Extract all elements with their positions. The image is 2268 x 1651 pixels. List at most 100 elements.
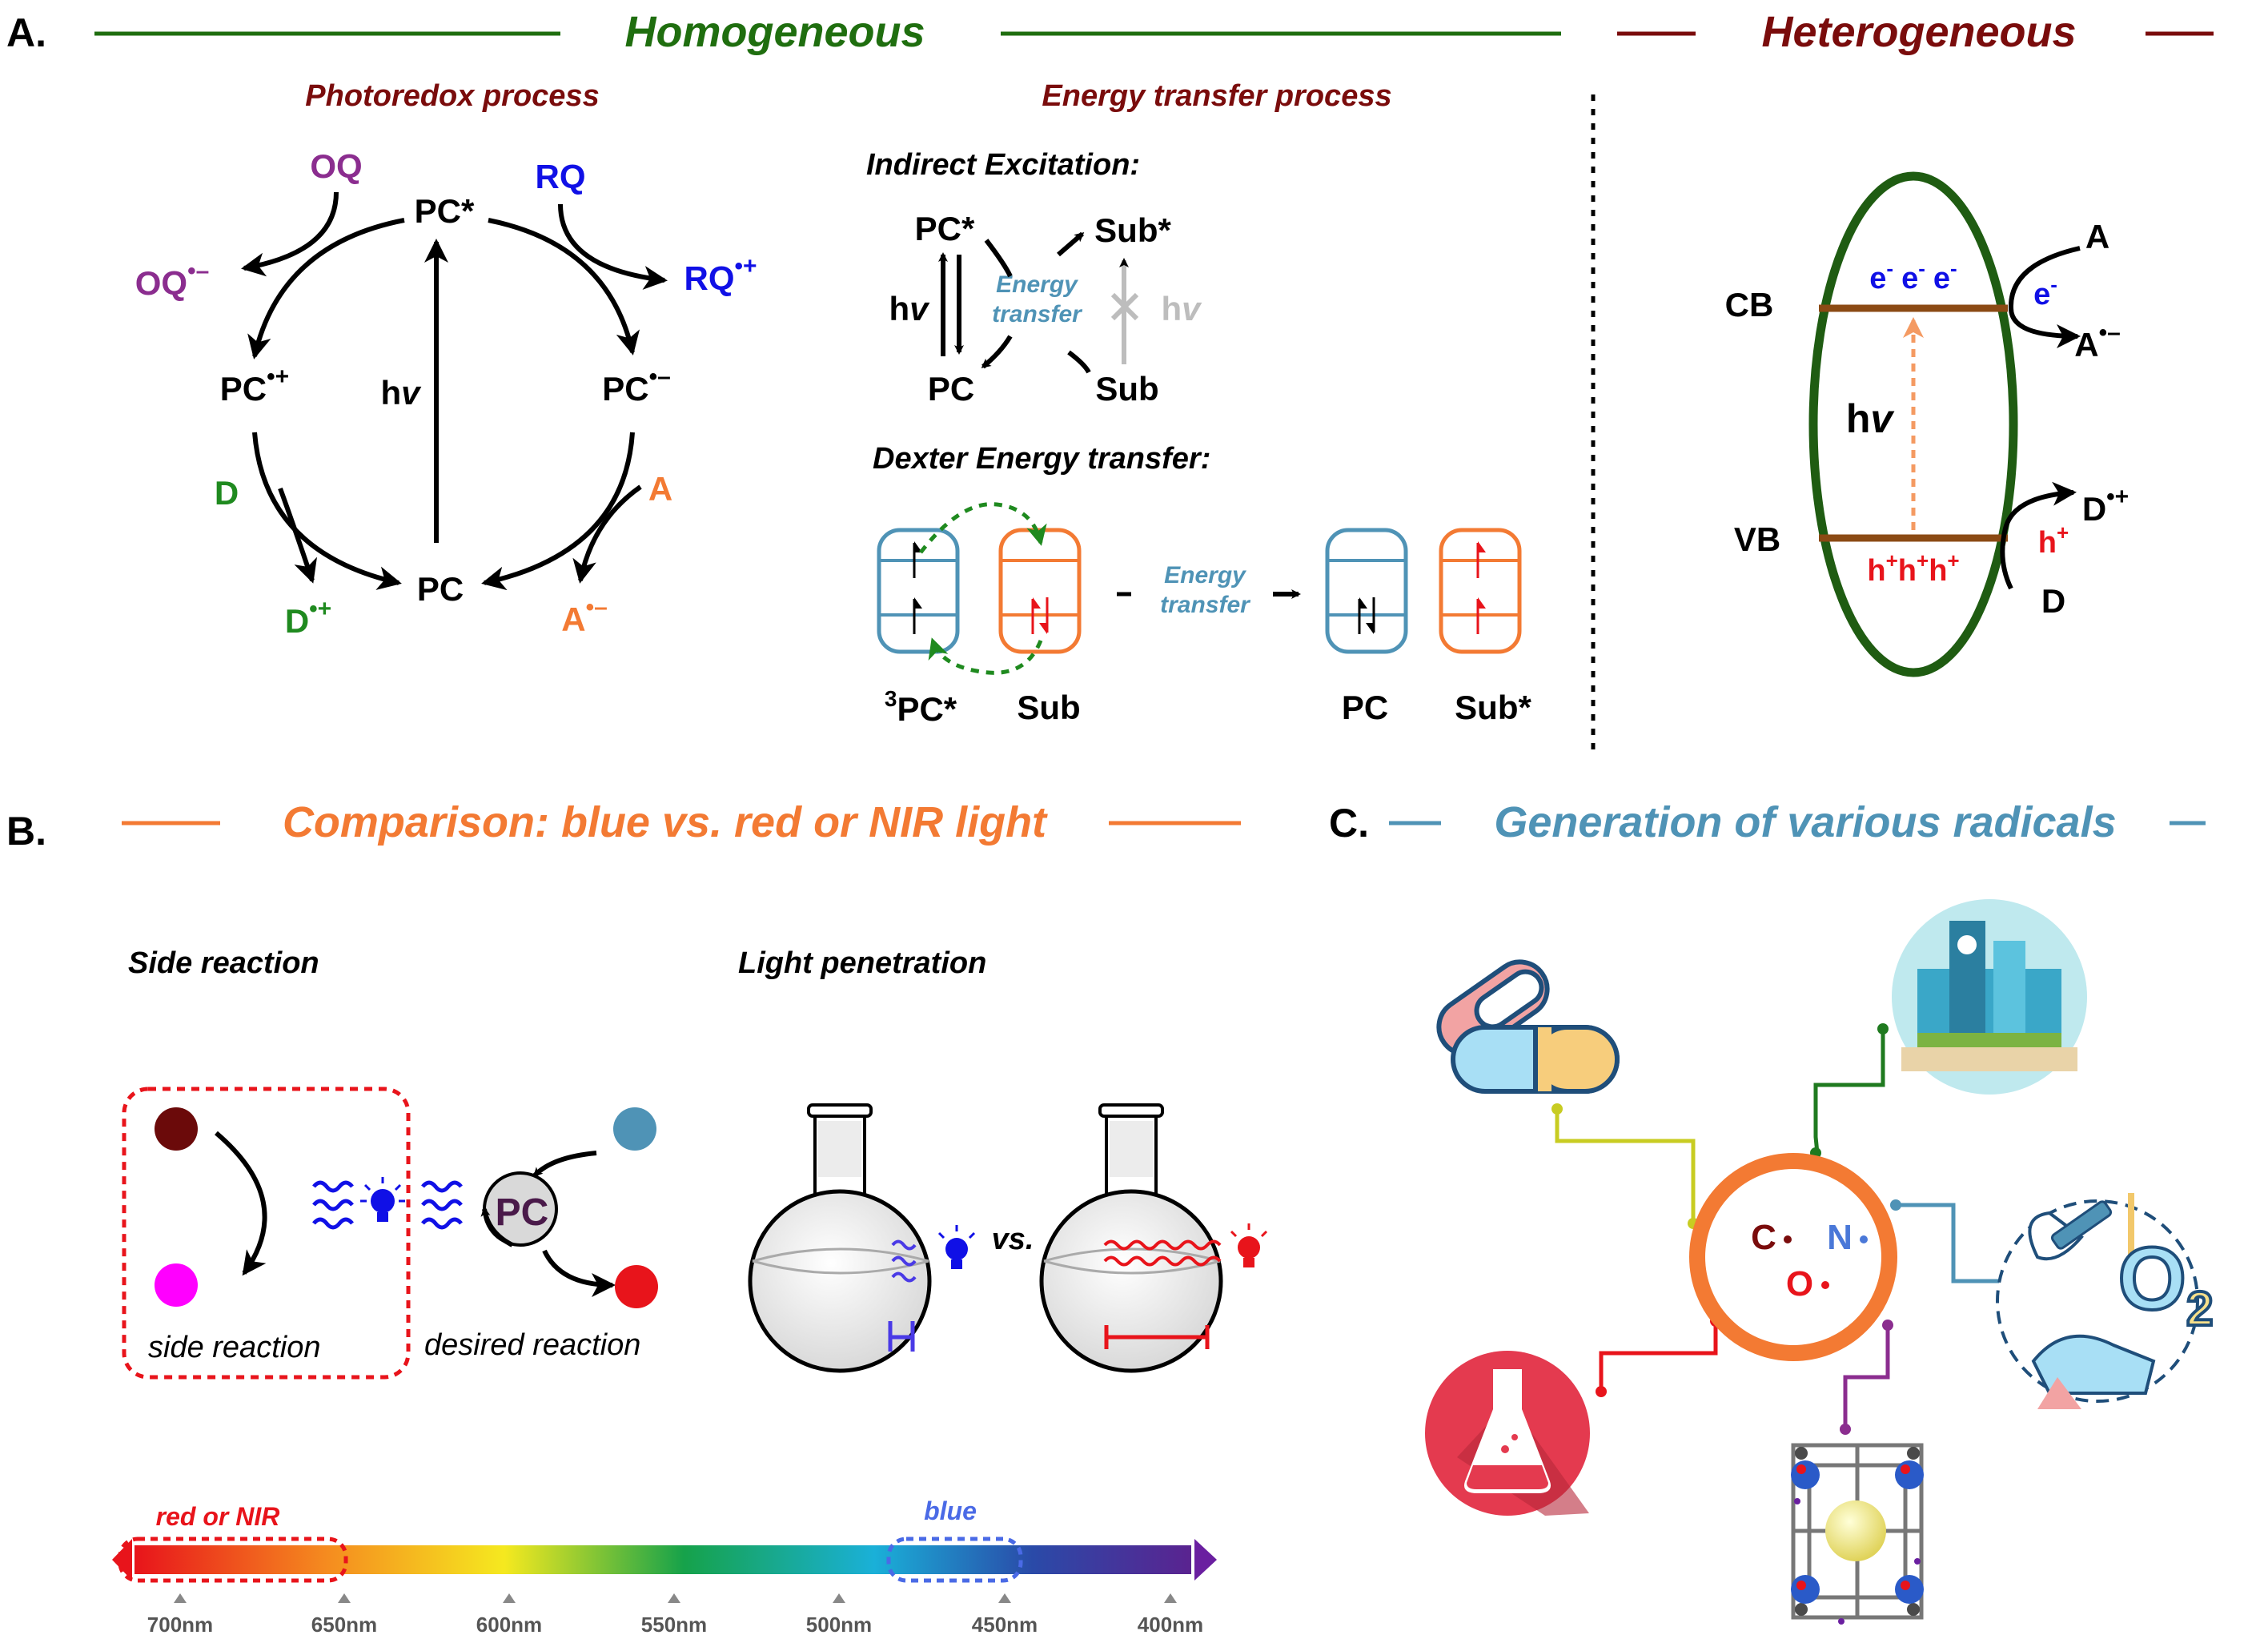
pc-catalyst-label: PC xyxy=(496,1191,549,1234)
chemistry-flask-icon xyxy=(1425,1351,1590,1516)
oxygen-radical-dot xyxy=(1821,1281,1829,1289)
substrate-box xyxy=(998,528,1082,654)
desired-product-arrow xyxy=(542,1249,616,1297)
carbon-radical: C xyxy=(1751,1218,1776,1257)
connector-biology xyxy=(1896,1203,2016,1283)
acceptor-reduced-label: A•– xyxy=(561,594,608,638)
side-reaction-caption: side reaction xyxy=(148,1331,320,1364)
tick-700nm: 700nm xyxy=(147,1613,213,1637)
panel-c-title: Generation of various radicals xyxy=(1494,798,2116,846)
tick-600nm: 600nm xyxy=(476,1613,542,1637)
desired-reaction-caption: desired reaction xyxy=(424,1328,640,1362)
et-hv-label: hv xyxy=(889,290,930,327)
et-block-x2 xyxy=(1110,292,1139,321)
heterogeneous-heading: Heterogeneous xyxy=(1761,8,2076,56)
acceptor-arrow xyxy=(572,484,642,584)
blue-bulb-icon xyxy=(360,1177,405,1222)
side-reaction-title: Side reaction xyxy=(128,946,319,980)
acceptor-label: A xyxy=(648,470,672,508)
hv-excitation-label: hv xyxy=(380,374,422,412)
pc-cycle-arrow xyxy=(480,1207,514,1247)
connector-chemistry xyxy=(1599,1321,1718,1392)
dexter-energy-label: Energy xyxy=(1164,562,1246,588)
hetero-hole-transfer: h+ xyxy=(2038,520,2069,560)
et-curve-bottom xyxy=(1067,350,1091,374)
desired-reactant-arrow xyxy=(532,1151,597,1178)
panel-a-label: A. xyxy=(6,10,46,55)
oq-in-arrow xyxy=(241,191,339,277)
red-lamp-icon xyxy=(1230,1223,1268,1267)
carbon-radical-dot xyxy=(1784,1235,1792,1243)
donor-oxidized-label: D•+ xyxy=(285,596,331,640)
homogeneous-heading: Homogeneous xyxy=(624,8,925,56)
blue-wave-right xyxy=(421,1180,463,1230)
hetero-reduction-arrow xyxy=(2008,246,2081,348)
dexter-sub-label: Sub xyxy=(1017,689,1080,726)
tick-550nm: 550nm xyxy=(641,1613,707,1637)
blue-wave-left xyxy=(312,1180,354,1230)
pc-ground-box xyxy=(1325,528,1408,654)
blue-penetration-wave xyxy=(891,1239,917,1283)
spectrum-arrow-right xyxy=(1194,1539,1217,1581)
panel-b-title: Comparison: blue vs. red or NIR light xyxy=(283,798,1048,846)
nitrogen-radical-dot xyxy=(1860,1235,1868,1243)
side-reactant-dot xyxy=(155,1107,198,1151)
et-sub-star-arrow xyxy=(1057,231,1085,257)
donor-label: D xyxy=(215,474,239,512)
blue-depth-marker xyxy=(888,1321,915,1352)
red-depth-marker xyxy=(1104,1325,1210,1349)
tick-500nm: 500nm xyxy=(806,1613,872,1637)
pc-red-to-pc-arrow xyxy=(481,432,635,591)
tick-450nm: 450nm xyxy=(972,1613,1038,1637)
energy-transfer-title: Energy transfer process xyxy=(1042,79,1391,113)
et-transfer-label: transfer xyxy=(992,301,1083,327)
connector-pharma xyxy=(1555,1109,1696,1223)
vb-label: VB xyxy=(1734,520,1780,558)
et-pc-star: PC* xyxy=(915,210,975,247)
pills-icon xyxy=(1436,959,1620,1094)
oq-reduced-label: OQ•– xyxy=(135,258,210,302)
rq-oxidized-label: RQ•+ xyxy=(684,253,757,297)
light-penetration-title: Light penetration xyxy=(738,946,986,980)
pc-star-label: PC* xyxy=(415,192,475,230)
hetero-oxidation-arrow xyxy=(2000,481,2077,590)
spectrum-arrow-left xyxy=(112,1539,132,1581)
dexter-pc-label: PC xyxy=(1342,689,1388,726)
cb-label: CB xyxy=(1725,286,1774,323)
mof-guest-sphere xyxy=(1825,1500,1886,1561)
panel-c-label: C. xyxy=(1329,801,1369,846)
red-penetration-wave xyxy=(1103,1239,1222,1267)
substrate-excited-box xyxy=(1439,528,1522,654)
dexter-title: Dexter Energy transfer: xyxy=(873,442,1210,476)
et-hv-blocked-label: hv xyxy=(1161,290,1202,327)
industrial-plant-icon xyxy=(1892,899,2087,1095)
hetero-acceptor: A xyxy=(2085,218,2109,255)
pc-reduced-label: PC•– xyxy=(602,364,671,408)
cb-electrons: e-e-e- xyxy=(1869,256,1957,295)
rq-out-arrow xyxy=(558,203,668,290)
desired-reactant-dot xyxy=(613,1107,656,1151)
oq-label: OQ xyxy=(310,147,362,185)
pc-oxidized-label: PC•+ xyxy=(220,364,289,408)
blue-lamp-icon xyxy=(937,1225,976,1269)
connector-materials xyxy=(1843,1325,1890,1429)
reductive-quench-arrow xyxy=(488,218,640,356)
mof-framework-icon xyxy=(1781,1437,1925,1629)
photoredox-title: Photoredox process xyxy=(305,79,599,113)
hetero-hv-label: hv xyxy=(1846,396,1896,441)
dexter-sub-star-label: Sub* xyxy=(1455,689,1531,726)
dexter-exchange-top xyxy=(919,502,1047,554)
indirect-excitation-title: Indirect Excitation: xyxy=(866,148,1140,182)
et-curve-top xyxy=(984,239,1013,278)
versus-label: vs. xyxy=(992,1223,1034,1256)
visible-spectrum-bar xyxy=(134,1545,1191,1574)
side-product-dot xyxy=(155,1263,198,1307)
red-region-label: red or NIR xyxy=(156,1502,280,1531)
connector-industry xyxy=(1813,1029,1885,1154)
tick-400nm: 400nm xyxy=(1138,1613,1203,1637)
et-pc-return-arrow xyxy=(981,335,1013,369)
oxidative-quench-arrow xyxy=(247,218,405,360)
radical-hub-ring xyxy=(1689,1153,1897,1361)
spectrum-ticks xyxy=(174,1593,1177,1603)
et-pc: PC xyxy=(928,370,974,408)
